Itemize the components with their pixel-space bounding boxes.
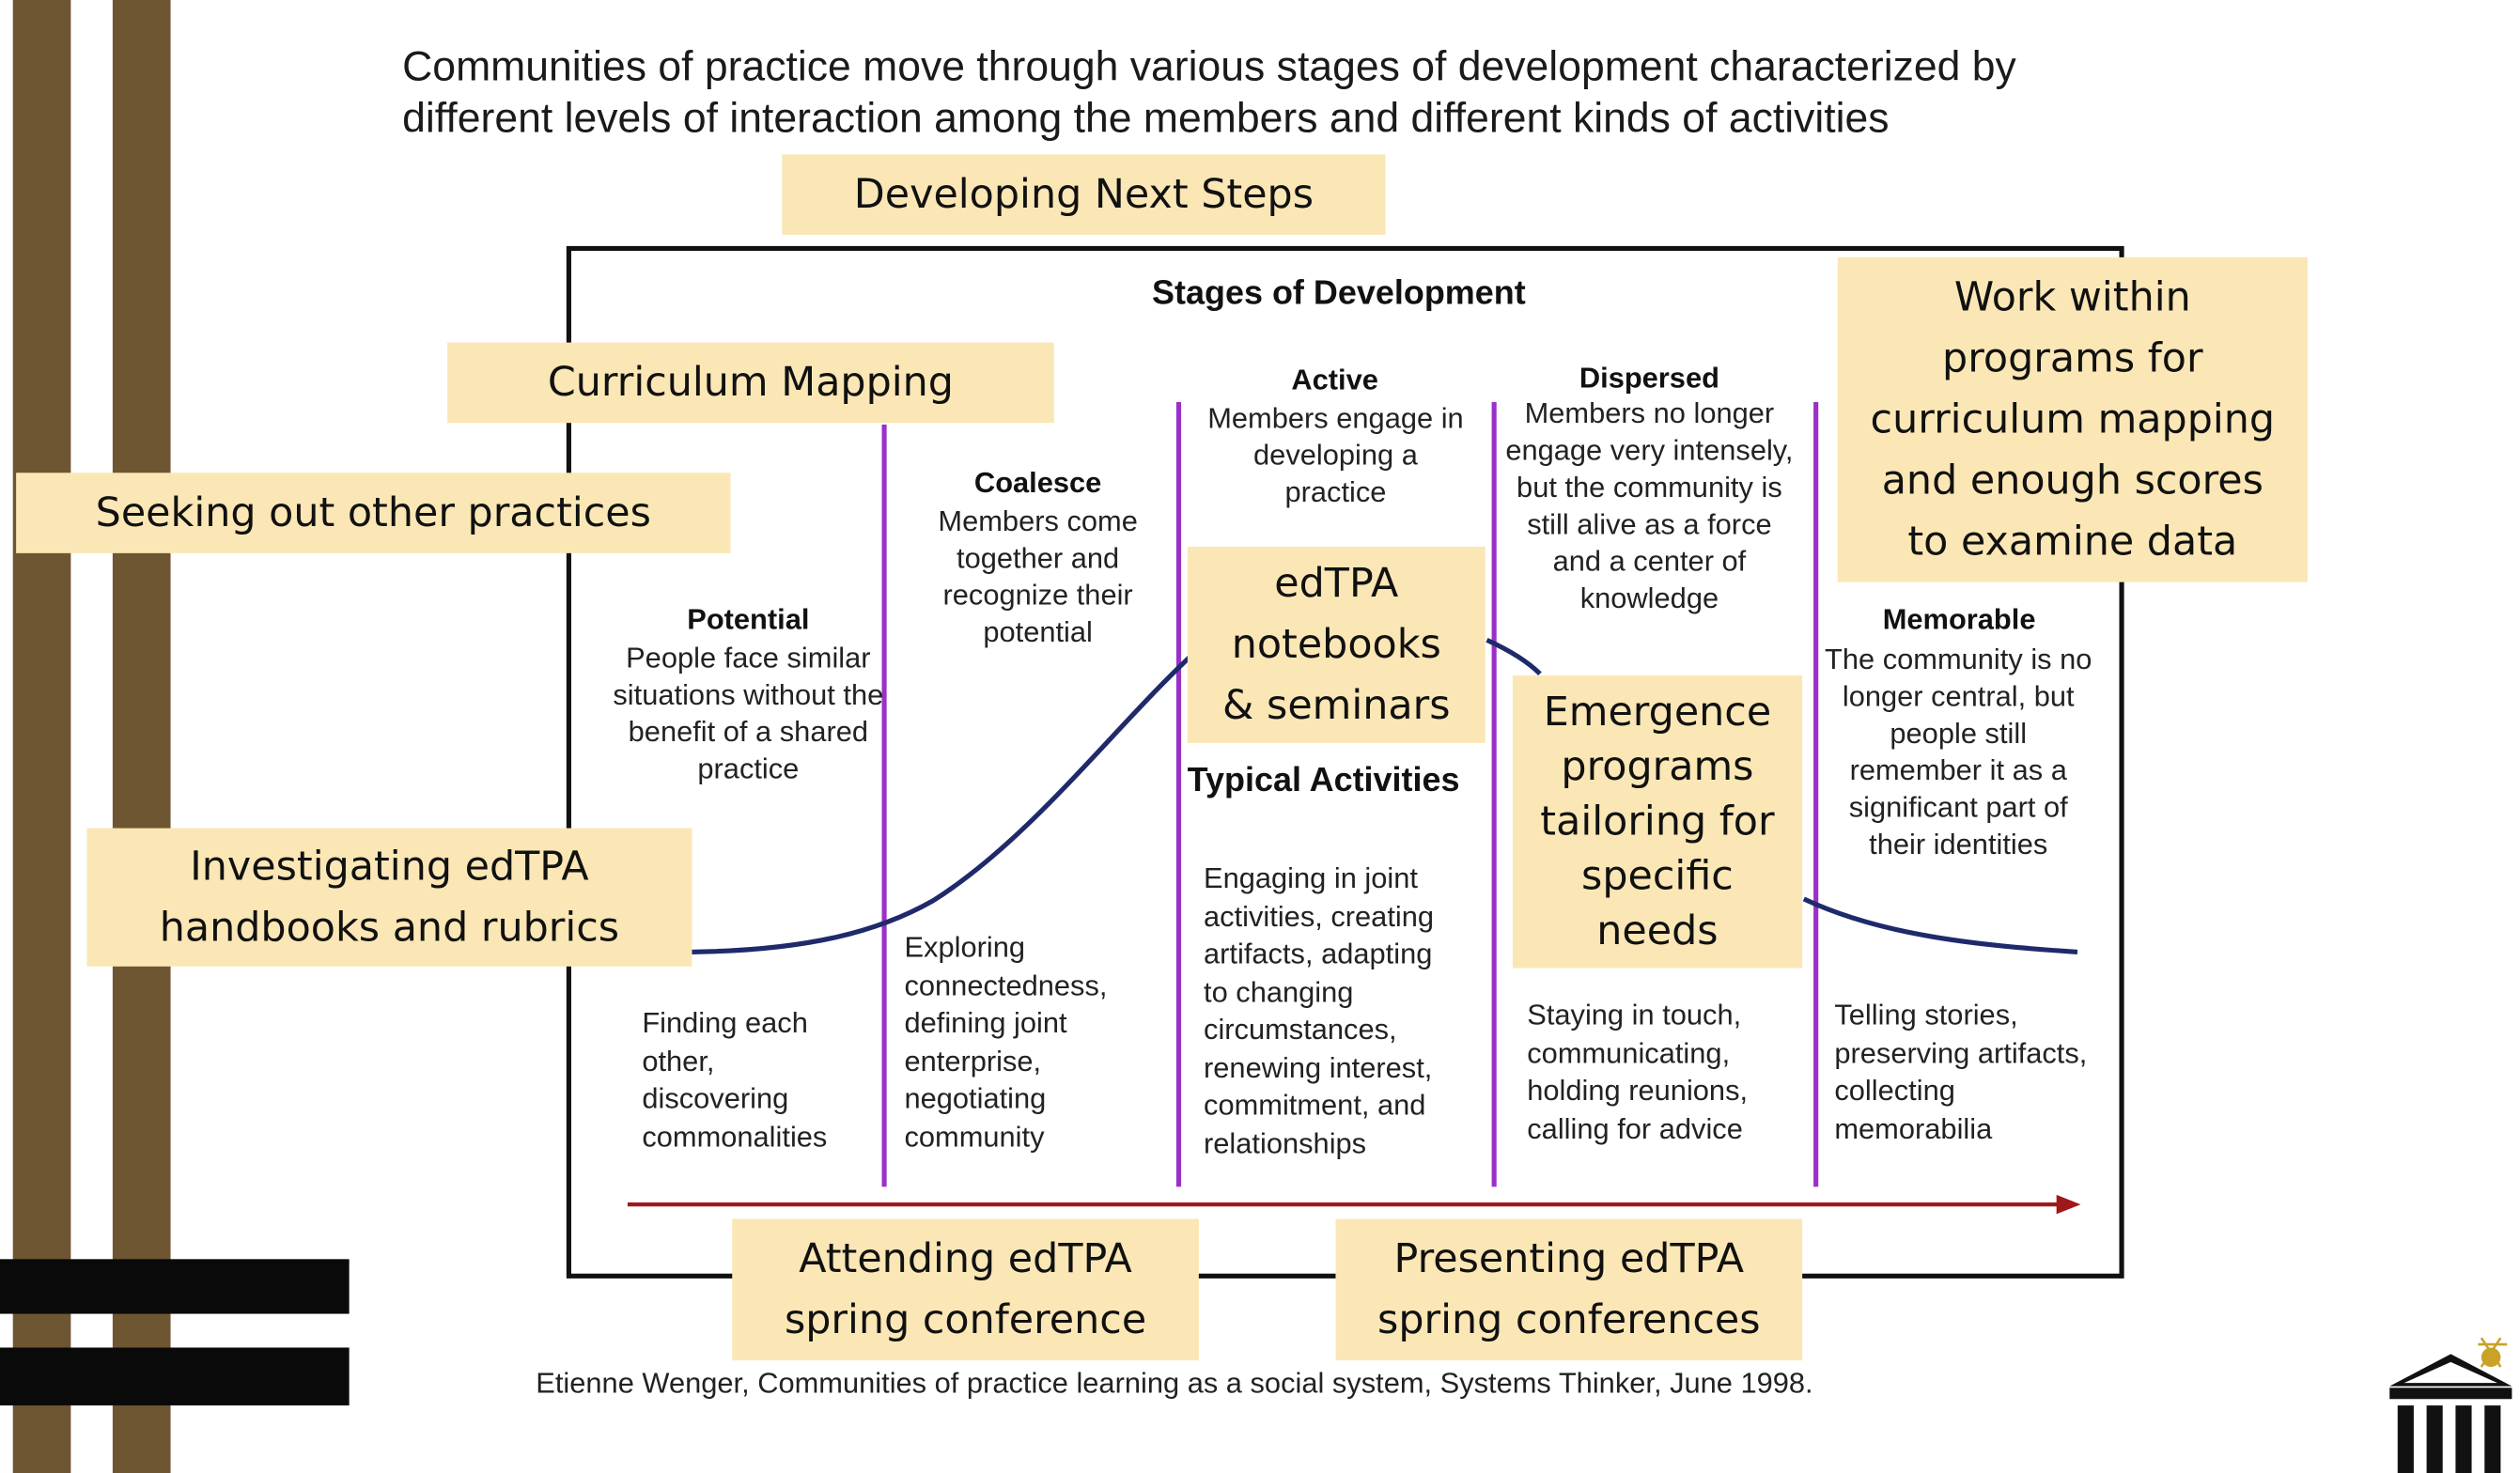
callout-attending: Attending edTPA spring conference (732, 1218, 1199, 1361)
callout-work-within: Work within programs for curriculum mapp… (1837, 256, 2308, 582)
callout-curriculum-mapping: Curriculum Mapping (447, 342, 1054, 424)
stage-divider-1 (881, 424, 887, 1187)
stage-desc-active: Members engage in developing a practice (1207, 401, 1464, 508)
callout-seeking-practices: Seeking out other practices (16, 473, 731, 553)
left-stripe-2 (112, 0, 171, 1473)
stage-divider-4 (1813, 401, 1819, 1187)
left-bar-2 (0, 1347, 350, 1406)
typical-activities-label: Typical Activities (1187, 762, 1460, 799)
activities-potential: Finding each other, discovering commonal… (642, 1006, 828, 1153)
stage-desc-coalesce: Members come together and recognize thei… (938, 504, 1138, 648)
callout-emergence: Emergence programs tailoring for specifi… (1512, 674, 1803, 969)
stage-desc-potential: People face similar situations without t… (613, 642, 884, 785)
left-bar-1 (0, 1259, 350, 1314)
header-line-1: Communities of practice move through var… (402, 41, 2016, 90)
stage-name-coalesce: Coalesce (973, 466, 1102, 499)
stage-desc-memorable: The community is no longer central, but … (1825, 643, 2092, 861)
activities-memorable: Telling stories, preserving artifacts, c… (1834, 999, 2088, 1144)
callout-presenting: Presenting edTPA spring conferences (1335, 1218, 1803, 1361)
diagram-title: Stages of Development (1152, 274, 1526, 313)
activities-active: Engaging in joint activities, creating a… (1204, 861, 1435, 1159)
left-stripe-1 (12, 0, 71, 1473)
callout-notebooks: edTPA notebooks & seminars (1187, 547, 1486, 743)
header-line-2: different levels of interaction among th… (402, 93, 1890, 142)
stage-divider-2 (1175, 401, 1182, 1187)
stage-name-dispersed: Dispersed (1579, 362, 1719, 395)
timeline-arrow-head (2056, 1194, 2081, 1215)
callout-developing-next-steps: Developing Next Steps (782, 154, 1386, 235)
stage-desc-dispersed: Members no longer engage very intensely,… (1505, 396, 1794, 614)
callout-investigating: Investigating edTPA handbooks and rubric… (86, 828, 692, 967)
engagement-curve-tail (1802, 896, 2078, 954)
activities-dispersed: Staying in touch, communicating, holding… (1527, 999, 1749, 1144)
citation: Etienne Wenger, Communities of practice … (536, 1367, 1813, 1400)
stage-name-potential: Potential (687, 602, 810, 636)
stage-name-active: Active (1291, 363, 1378, 396)
engagement-curve-dip (1486, 637, 1542, 676)
engagement-curve-rise (692, 654, 1193, 954)
columned-building-logo-icon (2389, 1337, 2512, 1473)
stage-name-memorable: Memorable (1882, 602, 2036, 636)
activities-coalesce: Exploring connectedness, defining joint … (904, 931, 1108, 1153)
stage-divider-3 (1491, 401, 1497, 1187)
